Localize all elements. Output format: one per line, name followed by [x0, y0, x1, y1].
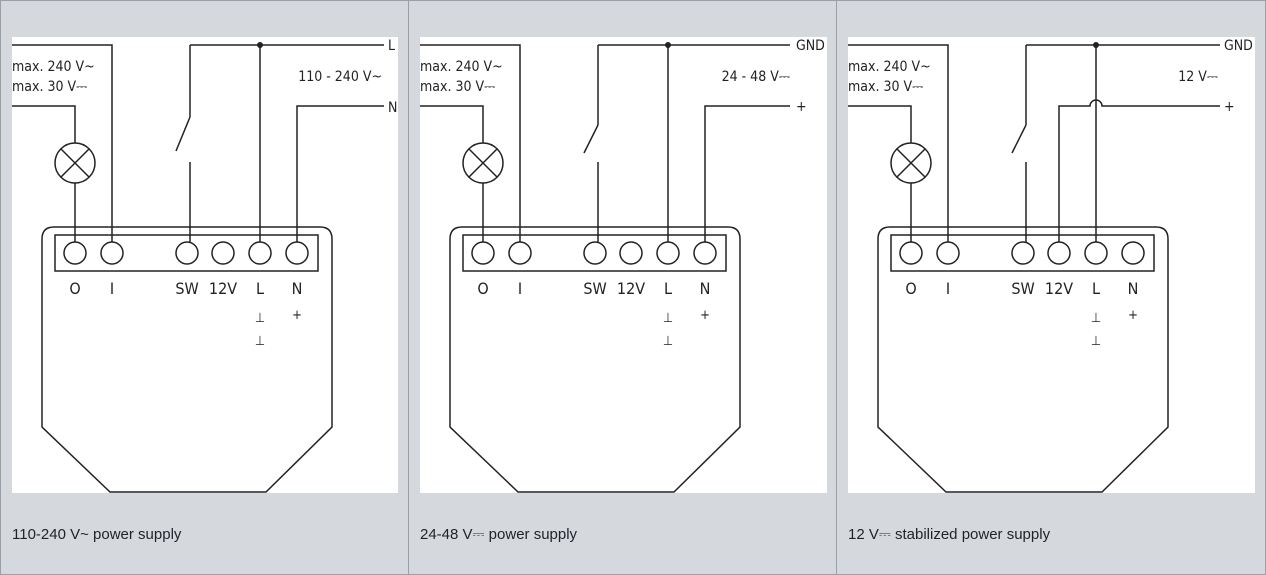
lamp-icon [462, 142, 504, 184]
wire-I [420, 44, 521, 242]
terminal-label-L: L [256, 279, 264, 298]
lamp-icon [54, 142, 96, 184]
terminal-SW [175, 241, 199, 265]
terminal-I [100, 241, 124, 265]
panel-caption: 24-48 V⎓ power supply [420, 526, 578, 543]
ground-symbol-2: ⊥ [663, 334, 673, 349]
wire-load [12, 105, 76, 143]
device-body [449, 226, 741, 493]
wire-I [848, 44, 949, 242]
wire-load [848, 105, 912, 143]
line2-label: + [796, 99, 807, 115]
load-max-ac: max. 240 V~ [420, 59, 503, 75]
terminal-label-SW: SW [1011, 279, 1034, 298]
terminal-12V [211, 241, 235, 265]
load-max-dc: max. 30 V⎓ [420, 79, 495, 95]
wire-N [296, 105, 384, 242]
load-max-dc: max. 30 V⎓ [848, 79, 923, 95]
wire-plus-12v [1058, 99, 1220, 242]
terminal-N [1121, 241, 1145, 265]
ground-symbol-1: ⊥ [663, 311, 673, 326]
terminal-label-O: O [69, 279, 80, 298]
switch-blade [583, 124, 599, 154]
terminal-I [936, 241, 960, 265]
terminal-label-I: I [110, 279, 114, 298]
supply-voltage-label: 24 - 48 V⎓ [722, 69, 790, 85]
terminal-label-I: I [518, 279, 522, 298]
wire-plus [704, 105, 790, 242]
panel-caption: 110-240 V~ power supply [12, 526, 182, 543]
panel-caption: 12 V⎓ stabilized power supply [848, 526, 1051, 543]
wiring-svg: GND + 24 - 48 V⎓ max. 240 V~ max. 30 V⎓ … [420, 38, 825, 493]
ground-symbol-1: ⊥ [255, 311, 265, 326]
load-max-ac: max. 240 V~ [848, 59, 931, 75]
terminal-label-N: N [700, 279, 711, 298]
switch-blade [175, 116, 191, 152]
plus-symbol: + [292, 308, 302, 323]
wiring-diagram: GND + 12 V⎓ max. 240 V~ max. 30 V⎓ O I S… [848, 37, 1255, 493]
supply-voltage-label: 12 V⎓ [1178, 69, 1218, 85]
terminal-label-N: N [292, 279, 303, 298]
terminal-L [656, 241, 680, 265]
terminal-block [54, 234, 319, 272]
wiring-svg: L N 110 - 240 V~ max. 240 V~ max. 30 V⎓ … [12, 38, 397, 493]
panel-110-240v: L N 110 - 240 V~ max. 240 V~ max. 30 V⎓ … [0, 0, 408, 575]
plus-symbol: + [1128, 308, 1138, 323]
load-max-ac: max. 240 V~ [12, 59, 95, 75]
wire-load [420, 105, 484, 143]
junction-dot [1093, 42, 1099, 48]
wiring-diagram: L N 110 - 240 V~ max. 240 V~ max. 30 V⎓ … [12, 37, 398, 493]
terminal-O [63, 241, 87, 265]
line1-label: L [388, 38, 395, 54]
terminal-label-SW: SW [175, 279, 198, 298]
terminal-block [890, 234, 1155, 272]
terminal-L [248, 241, 272, 265]
panel-12v: GND + 12 V⎓ max. 240 V~ max. 30 V⎓ O I S… [836, 0, 1266, 575]
terminal-SW [583, 241, 607, 265]
ground-symbol-1: ⊥ [1091, 311, 1101, 326]
terminal-label-12V: 12V [1045, 279, 1073, 298]
junction-dot [257, 42, 263, 48]
panel-24-48v: GND + 24 - 48 V⎓ max. 240 V~ max. 30 V⎓ … [408, 0, 836, 575]
terminal-SW [1011, 241, 1035, 265]
terminal-block [462, 234, 727, 272]
load-max-dc: max. 30 V⎓ [12, 79, 87, 95]
line1-label: GND [796, 38, 825, 54]
terminal-label-12V: 12V [209, 279, 237, 298]
terminal-I [508, 241, 532, 265]
terminal-label-O: O [477, 279, 488, 298]
terminal-N [693, 241, 717, 265]
terminal-L [1084, 241, 1108, 265]
terminal-O [899, 241, 923, 265]
terminal-N [285, 241, 309, 265]
supply-voltage-label: 110 - 240 V~ [298, 69, 382, 85]
switch-blade [1011, 124, 1027, 154]
terminal-O [471, 241, 495, 265]
terminal-label-SW: SW [583, 279, 606, 298]
wire-I [12, 44, 113, 242]
line1-label: GND [1224, 38, 1253, 54]
terminal-label-L: L [1092, 279, 1100, 298]
plus-symbol: + [700, 308, 710, 323]
terminal-label-12V: 12V [617, 279, 645, 298]
ground-symbol-2: ⊥ [1091, 334, 1101, 349]
line2-label: + [1224, 99, 1235, 115]
terminal-12V [619, 241, 643, 265]
ground-symbol-2: ⊥ [255, 334, 265, 349]
terminal-label-L: L [664, 279, 672, 298]
lamp-icon [890, 142, 932, 184]
wiring-diagram: GND + 24 - 48 V⎓ max. 240 V~ max. 30 V⎓ … [420, 37, 827, 493]
terminal-12V [1047, 241, 1071, 265]
device-body [877, 226, 1169, 493]
wiring-svg: GND + 12 V⎓ max. 240 V~ max. 30 V⎓ O I S… [848, 38, 1253, 493]
device-body [41, 226, 333, 493]
junction-dot [665, 42, 671, 48]
terminal-label-I: I [946, 279, 950, 298]
line2-label: N [388, 100, 397, 116]
terminal-label-O: O [905, 279, 916, 298]
terminal-label-N: N [1128, 279, 1139, 298]
